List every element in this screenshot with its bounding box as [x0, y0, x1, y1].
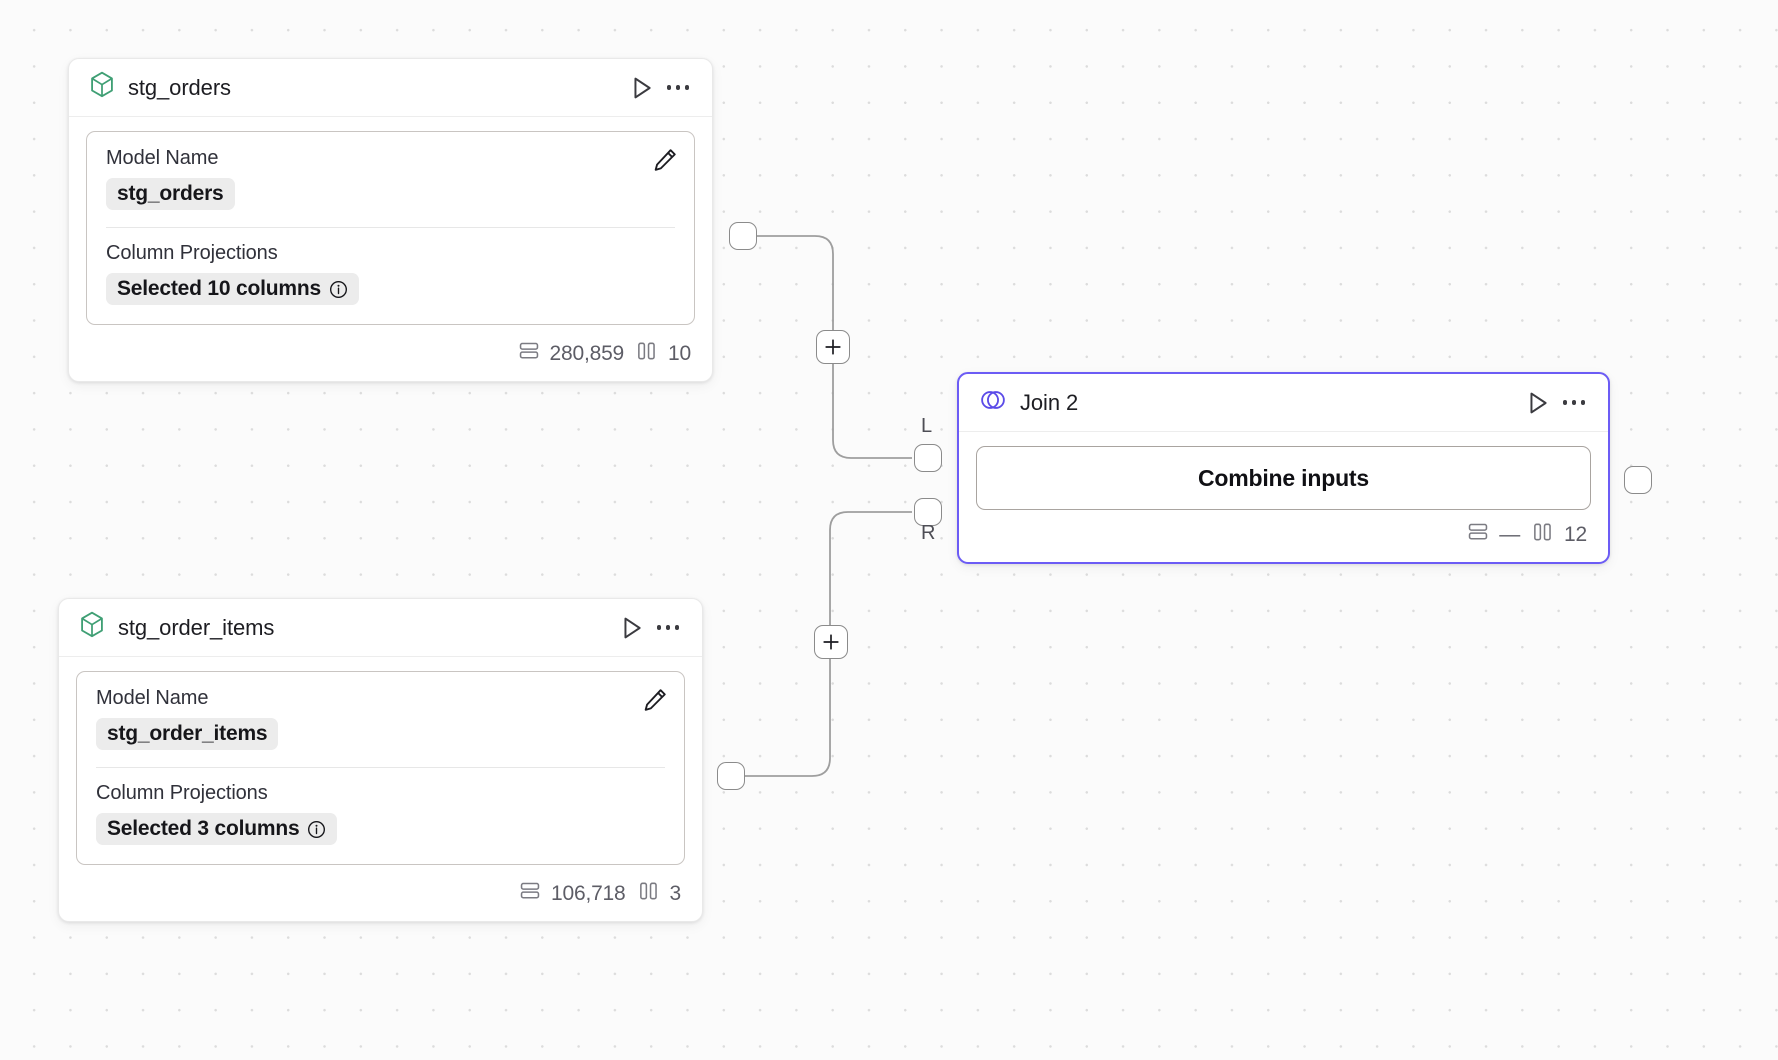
column-count-value: 12: [1564, 523, 1587, 546]
node-stg-orders[interactable]: stg_orders Model Name stg_: [68, 58, 713, 382]
add-node-button-lower[interactable]: [814, 625, 848, 659]
edit-pencil-icon[interactable]: [651, 146, 679, 174]
column-projections-label: Column Projections: [96, 782, 268, 804]
columns-icon: [636, 340, 658, 368]
panel-divider: [106, 227, 675, 228]
column-projections-text: Selected 10 columns: [117, 277, 321, 300]
node-body: Model Name stg_order_items Column Projec…: [59, 657, 702, 875]
venn-join-icon: [979, 386, 1007, 419]
run-icon[interactable]: [1523, 388, 1553, 418]
column-projections-value[interactable]: Selected 10 columns: [106, 273, 359, 305]
join-input-label-left: L: [921, 415, 933, 437]
join-input-port-right[interactable]: [914, 498, 942, 526]
run-icon[interactable]: [627, 73, 657, 103]
add-node-button-upper[interactable]: [816, 330, 850, 364]
node-title: Join 2: [1020, 389, 1079, 415]
more-options-icon[interactable]: [653, 613, 683, 643]
column-projections-value[interactable]: Selected 3 columns: [96, 813, 338, 845]
row-count-value: 106,718: [551, 882, 626, 905]
node-title: stg_orders: [128, 74, 231, 100]
join-output-port[interactable]: [1624, 466, 1652, 494]
row-count-stat: —: [1467, 521, 1520, 549]
node-stg-order-items[interactable]: stg_order_items Model Name: [58, 598, 703, 922]
output-port-stg-orders[interactable]: [729, 222, 757, 250]
node-header: stg_orders: [69, 59, 712, 117]
column-count-value: 10: [668, 342, 691, 365]
edit-pencil-icon[interactable]: [641, 686, 669, 714]
model-name-label: Model Name: [96, 687, 209, 709]
cube-icon: [89, 71, 115, 104]
row-count-value: —: [1499, 523, 1521, 546]
row-count-stat: 280,859: [518, 340, 625, 368]
column-count-value: 3: [669, 882, 682, 905]
model-name-value[interactable]: stg_order_items: [96, 718, 279, 750]
column-projections-label: Column Projections: [106, 242, 278, 264]
column-projections-text: Selected 3 columns: [107, 817, 300, 840]
model-config-panel: Model Name stg_orders Column Projections…: [86, 131, 695, 325]
model-name-label: Model Name: [106, 147, 219, 169]
column-count-stat: 3: [638, 880, 681, 908]
node-join-2[interactable]: Join 2 Combine inputs —: [957, 372, 1610, 564]
more-options-icon[interactable]: [663, 73, 693, 103]
node-header: Join 2: [959, 374, 1608, 432]
node-footer: — 12: [959, 516, 1608, 562]
output-port-stg-order-items[interactable]: [717, 762, 745, 790]
cube-icon: [79, 611, 105, 644]
row-count-stat: 106,718: [519, 880, 626, 908]
model-name-value[interactable]: stg_orders: [106, 178, 235, 210]
join-input-port-left[interactable]: [914, 444, 942, 472]
rows-icon: [519, 880, 541, 908]
rows-icon: [518, 340, 540, 368]
node-body: Model Name stg_orders Column Projections…: [69, 117, 712, 335]
node-title: stg_order_items: [118, 614, 275, 640]
column-count-stat: 10: [636, 340, 691, 368]
combine-inputs-button[interactable]: Combine inputs: [976, 446, 1591, 510]
row-count-value: 280,859: [549, 342, 625, 365]
node-header: stg_order_items: [59, 599, 702, 657]
join-input-label-right: R: [921, 522, 936, 544]
node-footer: 280,859 10: [69, 335, 712, 381]
more-options-icon[interactable]: [1559, 388, 1589, 418]
model-config-panel: Model Name stg_order_items Column Projec…: [76, 671, 685, 865]
panel-divider: [96, 767, 665, 768]
columns-icon: [1532, 521, 1554, 549]
run-icon[interactable]: [617, 613, 647, 643]
node-footer: 106,718 3: [59, 875, 702, 921]
info-icon[interactable]: [329, 280, 348, 299]
columns-icon: [638, 880, 660, 908]
plus-icon: [825, 339, 841, 355]
rows-icon: [1467, 521, 1489, 549]
plus-icon: [823, 634, 839, 650]
info-icon[interactable]: [307, 820, 326, 839]
column-count-stat: 12: [1532, 521, 1587, 549]
